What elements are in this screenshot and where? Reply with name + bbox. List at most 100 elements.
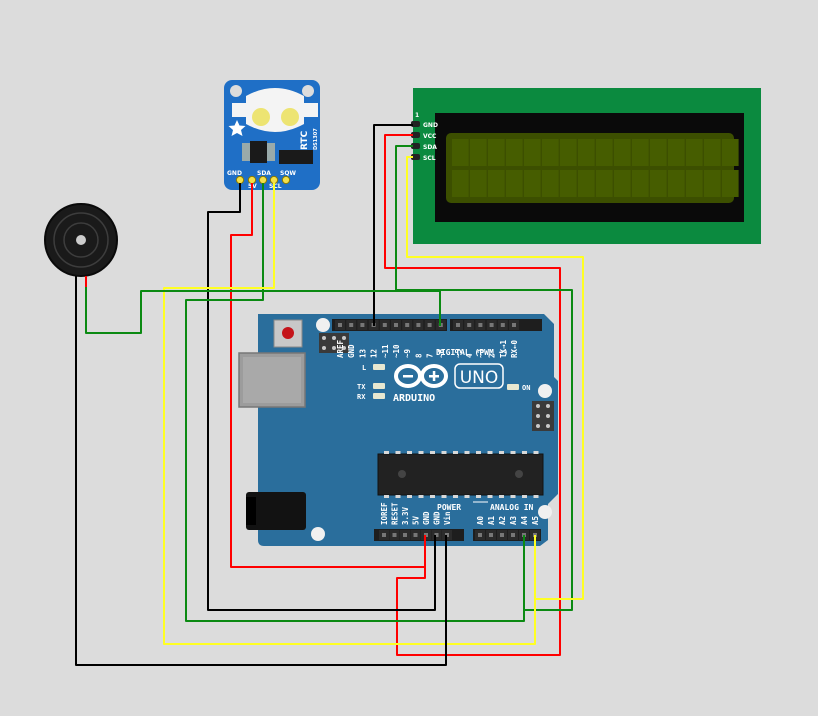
chip-lead xyxy=(418,451,424,454)
analog-pin-label: A5 xyxy=(531,516,540,525)
lcd-pin-number: 1 xyxy=(415,112,419,119)
usb-port-inner xyxy=(243,357,301,403)
wire-lcd-vcc-to-arduino-5v xyxy=(384,134,561,656)
rtc-mount-hole xyxy=(230,85,242,97)
wire-buzzer-neg-to-arduino-gnd xyxy=(75,276,447,666)
led-l-label: L xyxy=(362,364,366,372)
power-pin-label: 5V xyxy=(412,515,421,525)
rtc-pin-sqw[interactable] xyxy=(281,175,291,185)
lcd-module: 1 GND VCC SDA SCL xyxy=(411,88,761,244)
led-on-label: ON xyxy=(522,384,530,392)
analog-socket-hole xyxy=(500,533,504,537)
chip-lead xyxy=(430,451,435,454)
digital-pin-label: ~6 xyxy=(437,348,446,358)
lcd-pin-label-sda: SDA xyxy=(423,144,437,151)
board-mount-hole xyxy=(311,527,325,541)
rtc-pin-label-sda: SDA xyxy=(257,170,271,177)
power-socket-hole xyxy=(434,533,439,537)
lcd-cell xyxy=(488,170,505,197)
led-rx-label: RX xyxy=(357,393,366,401)
lcd-cell xyxy=(614,170,631,197)
uno-model: UNO xyxy=(460,368,499,388)
chip-lead xyxy=(441,451,447,454)
rtc-pin-scl[interactable] xyxy=(269,175,279,185)
digital-pin-label: 2 xyxy=(488,353,497,358)
digital-pin-label: 12 xyxy=(370,349,379,358)
power-pin-label: GND xyxy=(422,511,431,525)
analog-pin-label: A1 xyxy=(487,515,496,525)
lcd-pin-scl[interactable] xyxy=(411,154,420,160)
digital-socket-hole xyxy=(382,323,387,327)
chip-lead xyxy=(533,451,539,454)
lcd-pin-label-vcc: VCC xyxy=(423,133,437,140)
arduino-brand: ARDUINO xyxy=(393,393,435,404)
buzzer-ring xyxy=(53,212,109,268)
rtc-pin-5v[interactable] xyxy=(247,175,257,185)
led-tx-icon xyxy=(373,383,385,389)
chip-lead xyxy=(499,495,504,498)
rtc-chip-label: DS1307 xyxy=(313,128,319,150)
chip-lead xyxy=(384,495,389,498)
digital-pin-label: 7 xyxy=(426,353,435,358)
lcd-pin-gnd[interactable] xyxy=(411,121,420,127)
wire-rtc-gnd-to-arduino-gnd xyxy=(207,183,436,611)
lcd-cell xyxy=(578,139,595,166)
lcd-cell xyxy=(524,139,541,166)
digital-socket-hole xyxy=(416,323,421,327)
wire-lcd-gnd-to-arduino-gnd xyxy=(373,124,413,326)
lcd-cell xyxy=(722,139,739,166)
reset-button-cap[interactable] xyxy=(282,327,294,339)
lcd-cell xyxy=(650,170,667,197)
power-socket-hole xyxy=(392,533,397,537)
lcd-cell xyxy=(722,170,739,197)
buzzer-ring xyxy=(63,222,99,258)
led-rx-icon xyxy=(373,393,385,399)
lcd-pin-sda[interactable] xyxy=(411,143,420,149)
chip-lead xyxy=(499,451,504,454)
analog-pin-label: A2 xyxy=(498,516,507,525)
lcd-cell xyxy=(578,170,595,197)
rtc-pin-sda[interactable] xyxy=(258,175,268,185)
digital-pin-label: RX←0 xyxy=(510,339,519,358)
piezo-buzzer[interactable] xyxy=(44,203,118,277)
chip-lead xyxy=(522,495,527,498)
power-label: POWER xyxy=(437,503,461,512)
rtc-pin-gnd[interactable] xyxy=(235,175,245,185)
analog-socket-hole xyxy=(489,533,493,537)
lcd-cell xyxy=(632,170,649,197)
analog-pin-label: A3 xyxy=(509,515,518,525)
rtc-pin-label-sqw: SQW xyxy=(280,170,296,177)
digital-pin-label: 8 xyxy=(414,353,423,358)
chip-lead xyxy=(464,451,470,454)
power-pin-label: Vin xyxy=(443,511,452,525)
lcd-cell xyxy=(470,139,487,166)
analog-in-label: ANALOG IN xyxy=(490,503,534,512)
wire-rtc-5v-to-arduino-5v xyxy=(230,183,426,568)
power-pin-label: RESET xyxy=(391,502,400,525)
rtc-crystal xyxy=(279,150,313,164)
atmega328-chip xyxy=(377,451,544,498)
wires xyxy=(75,124,584,666)
analog-pin-label: A4 xyxy=(520,515,529,525)
chip-lead xyxy=(487,495,493,498)
lcd-cell xyxy=(560,170,577,197)
chip-lead xyxy=(418,495,424,498)
lcd-cell xyxy=(524,170,541,197)
lcd-cell xyxy=(668,139,685,166)
chip-lead xyxy=(453,495,458,498)
lcd-cell xyxy=(686,170,703,197)
digital-socket-hole xyxy=(500,323,505,327)
power-pin-label: 3.3V xyxy=(401,506,410,525)
rtc-pin-label-scl: SCL xyxy=(269,183,282,190)
chip-lead xyxy=(510,495,516,498)
lcd-character-cells xyxy=(452,139,739,197)
board-mount-hole xyxy=(316,318,330,332)
dc-power-jack xyxy=(246,492,306,530)
lcd-cell xyxy=(560,139,577,166)
rtc-mount-hole xyxy=(302,85,314,97)
power-header xyxy=(374,529,464,541)
chip-lead xyxy=(453,451,458,454)
lcd-pin-vcc[interactable] xyxy=(411,132,420,138)
